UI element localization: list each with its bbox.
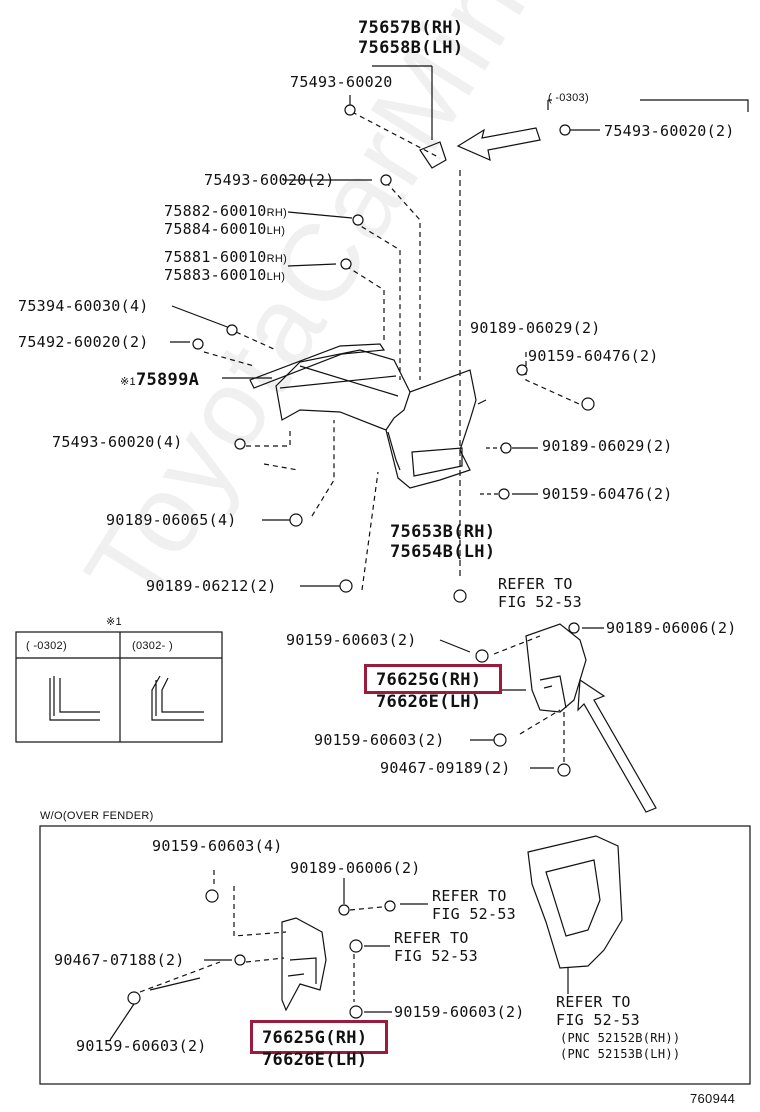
- label-refer1-a: REFER TO: [498, 575, 573, 593]
- label-b-refer4-a: REFER TO: [556, 993, 631, 1011]
- label-b-90467-07188: 90467-07188(2): [54, 951, 185, 969]
- label-76625g-upper: 76625G(RH): [376, 670, 482, 690]
- bolt-icon: [205, 889, 219, 903]
- clip-icon: [500, 442, 512, 454]
- clip-icon: [352, 214, 364, 226]
- label-90189-06212: 90189-06212(2): [146, 577, 277, 595]
- note-box-mark: ※1: [106, 616, 122, 628]
- note-box-frame: [15, 631, 223, 743]
- label-b-refer3-a: REFER TO: [394, 929, 469, 947]
- label-75394: 75394-60030(4): [18, 297, 149, 315]
- label-90189-06065: 90189-06065(4): [106, 511, 237, 529]
- inner-panel-part: [527, 835, 623, 969]
- clip-icon: [339, 579, 353, 593]
- bolt-icon: [344, 104, 356, 116]
- bolt-icon: [234, 438, 246, 450]
- label-76626e-upper: 76626E(LH): [376, 692, 482, 712]
- top-bracket-part: [419, 141, 447, 169]
- label-b-76625g: 76625G(RH): [262, 1028, 368, 1048]
- clip-icon: [340, 258, 352, 270]
- section-title: W/O(OVER FENDER): [40, 810, 154, 822]
- bolt-icon: [475, 649, 489, 663]
- mudguard-part-lower: [281, 917, 327, 1012]
- label-75654b: 75654B(LH): [390, 542, 496, 562]
- label-90159-60476-b: 90159-60476(2): [542, 485, 673, 503]
- label-b-refer2-a: REFER TO: [432, 887, 507, 905]
- bolt-icon: [493, 733, 507, 747]
- label-b-pnc2: (PNC 52153B(LH)): [560, 1047, 681, 1061]
- fender-flare-part: [275, 349, 477, 489]
- label-b-76626e: 76626E(LH): [262, 1050, 368, 1070]
- label-refer1-b: FIG 52-53: [498, 593, 582, 611]
- label-90159-60603-a: 90159-60603(2): [286, 631, 417, 649]
- label-clip-b-lh: 75883-60010LH): [164, 266, 286, 284]
- label-clip-a-rh: 75882-60010RH): [164, 202, 288, 220]
- label-75658b: 75658B(LH): [358, 38, 464, 58]
- note-col2: (0302- ): [132, 640, 173, 652]
- bolt-icon: [498, 488, 510, 500]
- clip-icon: [192, 338, 204, 350]
- clip-icon: [349, 939, 363, 953]
- label-90467-09189: 90467-09189(2): [380, 759, 511, 777]
- bolt-icon: [559, 124, 571, 136]
- note-col1: ( -0302): [26, 640, 67, 652]
- label-b-90189-06006: 90189-06006(2): [290, 859, 421, 877]
- clip-icon: [289, 513, 303, 527]
- label-75657b: 75657B(RH): [358, 18, 464, 38]
- label-75899: ※175899A: [120, 370, 200, 390]
- label-b-90159-60603-4: 90159-60603(4): [152, 837, 283, 855]
- label-90189-06006-a: 90189-06006(2): [606, 619, 737, 637]
- figure-number: 760944: [690, 1091, 736, 1106]
- bolt-icon: [384, 900, 396, 912]
- bolt-icon: [568, 622, 580, 634]
- label-90159-60476-a: 90159-60476(2): [528, 347, 659, 365]
- label-screw-top: 75493-60020: [290, 73, 393, 91]
- label-b-90159-60603-2a: 90159-60603(2): [394, 1003, 525, 1021]
- label-90159-60603-b: 90159-60603(2): [314, 731, 445, 749]
- clip-icon: [557, 763, 571, 777]
- label-b-refer2-b: FIG 52-53: [432, 905, 516, 923]
- label-clip-a-lh: 75884-60010LH): [164, 220, 286, 238]
- bolt-icon: [127, 991, 141, 1005]
- highlight-76625g-upper: [364, 664, 502, 694]
- clip-icon: [453, 589, 467, 603]
- label-75653b: 75653B(RH): [390, 522, 496, 542]
- moulding-75899: [249, 343, 386, 389]
- label-90189-06029-a: 90189-06029(2): [470, 319, 601, 337]
- clip-icon: [234, 954, 246, 966]
- arrow-top: [456, 127, 541, 162]
- label-b-pnc1: (PNC 52152B(RH)): [560, 1031, 681, 1045]
- label-75492: 75492-60020(2): [18, 333, 149, 351]
- label-b-refer4-b: FIG 52-53: [556, 1011, 640, 1029]
- label-75493-4: 75493-60020(4): [52, 433, 183, 451]
- label-clip-b-rh: 75881-60010RH): [164, 248, 288, 266]
- bolt-icon: [380, 174, 392, 186]
- label-screw-right: 75493-60020(2): [604, 122, 735, 140]
- clip-icon: [338, 904, 350, 916]
- bolt-icon: [581, 397, 595, 411]
- label-90189-06029-b: 90189-06029(2): [542, 437, 673, 455]
- clip-icon: [516, 364, 528, 376]
- label-range-note: ( -0303): [548, 92, 589, 104]
- label-screw-mid: 75493-60020(2): [204, 171, 335, 189]
- wo-over-fender-frame: [39, 825, 751, 1085]
- highlight-76625g-lower: [250, 1020, 388, 1054]
- label-b-90159-60603-2b: 90159-60603(2): [76, 1037, 207, 1055]
- label-b-refer3-b: FIG 52-53: [394, 947, 478, 965]
- bolt-icon: [349, 1005, 363, 1019]
- arrow-lower: [577, 678, 657, 813]
- mudguard-part-upper: [525, 623, 587, 713]
- clip-icon: [226, 324, 238, 336]
